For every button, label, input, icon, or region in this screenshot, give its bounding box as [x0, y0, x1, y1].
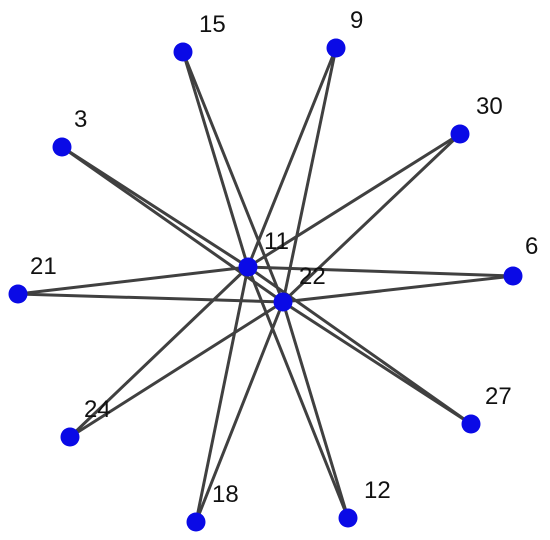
node-label-27: 27 — [485, 383, 512, 410]
edge-22-12 — [281, 300, 350, 520]
edge-11-6 — [246, 265, 515, 278]
node-21 — [8, 284, 28, 304]
labels-layer: 3 15 9 30 6 21 11 22 24 27 18 12 — [30, 7, 538, 508]
edge-22-27 — [281, 300, 473, 426]
edge-11-12 — [246, 265, 350, 520]
node-12 — [338, 508, 358, 528]
node-11 — [238, 257, 258, 277]
node-label-24: 24 — [84, 396, 111, 423]
node-label-6: 6 — [525, 233, 538, 260]
node-label-3: 3 — [74, 106, 87, 133]
edge-22-30 — [281, 132, 462, 304]
edge-11-15 — [181, 50, 250, 269]
node-15 — [173, 42, 193, 62]
node-30 — [450, 124, 470, 144]
edge-11-21 — [16, 265, 250, 296]
node-label-12: 12 — [364, 477, 391, 504]
edge-11-9 — [246, 46, 338, 269]
node-label-22: 22 — [299, 263, 326, 290]
node-22 — [273, 292, 293, 312]
node-18 — [186, 512, 206, 532]
node-label-15: 15 — [199, 11, 226, 38]
edge-11-18 — [194, 265, 250, 524]
edge-11-24 — [68, 265, 250, 439]
node-label-30: 30 — [476, 93, 503, 120]
node-24 — [60, 427, 80, 447]
edge-11-30 — [246, 132, 462, 269]
node-label-11: 11 — [264, 228, 289, 255]
edge-11-27 — [246, 265, 473, 426]
edge-22-6 — [281, 274, 515, 304]
nodes-layer — [8, 38, 523, 532]
node-label-21: 21 — [30, 253, 57, 280]
edge-22-21 — [16, 292, 285, 304]
node-label-9: 9 — [350, 7, 363, 34]
node-27 — [461, 414, 481, 434]
edge-22-24 — [68, 300, 285, 439]
edges-layer — [16, 46, 515, 524]
edge-22-15 — [181, 50, 285, 304]
node-3 — [52, 137, 72, 157]
edge-22-3 — [60, 145, 285, 304]
edge-22-18 — [194, 300, 285, 524]
node-label-18: 18 — [212, 481, 239, 508]
node-6 — [503, 266, 523, 286]
node-9 — [326, 38, 346, 58]
edge-22-9 — [281, 46, 338, 304]
